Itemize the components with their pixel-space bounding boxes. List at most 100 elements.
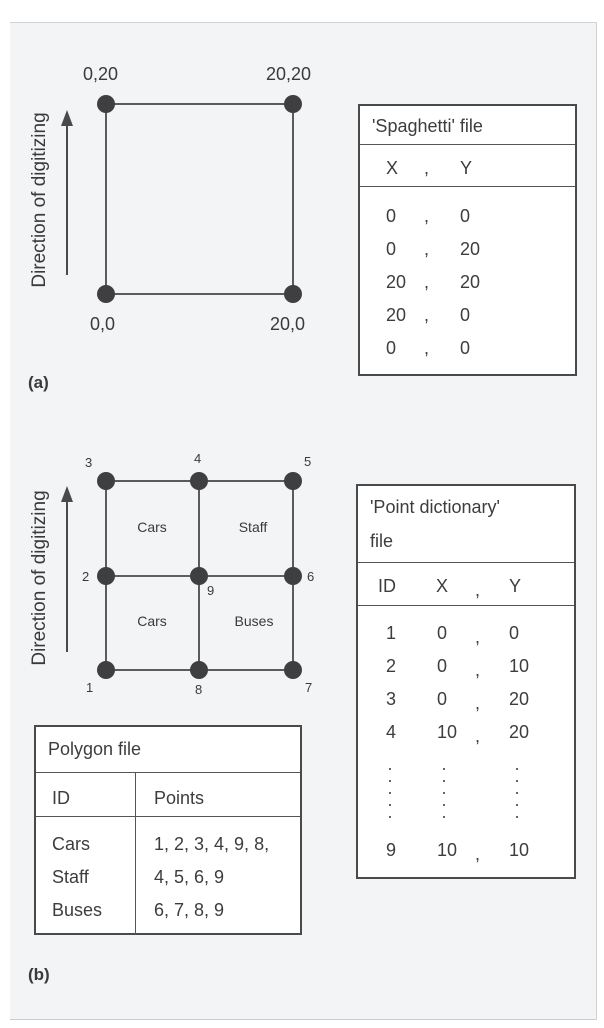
point-dictionary-header-x: X (436, 576, 449, 596)
square-outline (105, 103, 294, 295)
point-id: 4 (386, 722, 397, 742)
node-number-1: 1 (86, 680, 93, 695)
spaghetti-cell-y: 20 (460, 272, 481, 292)
node-number-7: 7 (305, 680, 312, 695)
polygon-header-points: Points (154, 788, 205, 808)
polygon-table-title: Polygon file (48, 739, 142, 759)
node-1 (97, 661, 115, 679)
node-number-2: 2 (82, 569, 89, 584)
polygon-file-table: Polygon file ID Points Cars 1, 2, 3, 4, … (34, 725, 302, 935)
panel-b-grid (97, 472, 302, 679)
point-id: 3 (386, 689, 397, 709)
point-sep: , (475, 627, 481, 647)
corner-label-top-left: 0,20 (83, 64, 118, 84)
point-x: 10 (437, 722, 458, 742)
corner-label-top-right: 20,20 (266, 64, 311, 84)
point-dictionary-title-line2: file (370, 531, 394, 551)
spaghetti-header-divider (360, 186, 575, 187)
point-sep: , (475, 660, 481, 680)
node-number-8: 8 (195, 682, 202, 697)
spaghetti-cell-sep: , (424, 239, 430, 259)
polygon-id: Cars (52, 834, 91, 854)
point-dictionary-title-divider (358, 562, 574, 563)
polygon-header-divider (36, 816, 300, 817)
point-dictionary-header-divider (358, 605, 574, 606)
point-y: 10 (509, 840, 530, 860)
spaghetti-header-sep: , (424, 158, 430, 178)
region-label-cars-bottom: Cars (137, 613, 167, 629)
point-sep: , (475, 726, 481, 746)
ellipsis-dots-id (387, 768, 393, 828)
node-bottom-left (97, 285, 115, 303)
node-3 (97, 472, 115, 490)
spaghetti-header-y: Y (460, 158, 473, 178)
panel-a-square (97, 95, 302, 303)
node-number-4: 4 (194, 451, 201, 466)
polygon-points: 4, 5, 6, 9 (154, 867, 225, 887)
node-bottom-right (284, 285, 302, 303)
node-6 (284, 567, 302, 585)
panel-label-a: (a) (28, 373, 49, 392)
spaghetti-cell-sep: , (424, 272, 430, 292)
node-top-left (97, 95, 115, 113)
spaghetti-cell-x: 0 (386, 206, 397, 226)
spaghetti-title-divider (360, 144, 575, 145)
spaghetti-cell-x: 20 (386, 272, 407, 292)
node-top-right (284, 95, 302, 113)
point-y: 10 (509, 656, 530, 676)
spaghetti-cell-x: 20 (386, 305, 407, 325)
corner-label-bottom-left: 0,0 (90, 314, 115, 334)
point-x: 0 (437, 656, 448, 676)
point-x: 10 (437, 840, 458, 860)
direction-label-a: Direction of digitizing (29, 112, 50, 287)
node-9 (190, 567, 208, 585)
polygon-column-divider (135, 772, 136, 935)
direction-label-b: Direction of digitizing (29, 490, 50, 665)
node-number-9: 9 (207, 583, 214, 598)
node-2 (97, 567, 115, 585)
polygon-id: Staff (52, 867, 89, 887)
spaghetti-cell-y: 0 (460, 206, 471, 226)
point-dictionary-header-id: ID (378, 576, 396, 596)
node-number-5: 5 (304, 454, 311, 469)
spaghetti-cell-y: 20 (460, 239, 481, 259)
spaghetti-file-table: 'Spaghetti' file X , Y 0 , 0 0 , 20 20 ,… (358, 104, 577, 376)
spaghetti-table-title: 'Spaghetti' file (372, 116, 483, 136)
spaghetti-cell-x: 0 (386, 239, 397, 259)
spaghetti-cell-y: 0 (460, 305, 471, 325)
ellipsis-dots-y (514, 768, 520, 828)
spaghetti-cell-x: 0 (386, 338, 397, 358)
polygon-header-id: ID (52, 788, 70, 808)
region-label-cars-top: Cars (137, 519, 167, 535)
node-8 (190, 661, 208, 679)
spaghetti-header-x: X (386, 158, 399, 178)
point-id: 1 (386, 623, 397, 643)
point-sep: , (475, 693, 481, 713)
spaghetti-cell-sep: , (424, 338, 430, 358)
point-x: 0 (437, 623, 448, 643)
node-number-3: 3 (85, 455, 92, 470)
node-number-6: 6 (307, 569, 314, 584)
spaghetti-cell-y: 0 (460, 338, 471, 358)
polygon-id: Buses (52, 900, 103, 920)
ellipsis-dots-x (441, 768, 447, 828)
region-label-staff: Staff (239, 519, 268, 535)
spaghetti-cell-sep: , (424, 206, 430, 226)
point-y: 20 (509, 722, 530, 742)
spaghetti-cell-sep: , (424, 305, 430, 325)
node-5 (284, 472, 302, 490)
corner-label-bottom-right: 20,0 (270, 314, 305, 334)
point-dictionary-title-line1: 'Point dictionary' (370, 497, 500, 517)
direction-arrow-a (61, 110, 73, 275)
direction-arrow-b (61, 486, 73, 652)
point-dictionary-header-sep: , (475, 580, 481, 600)
point-dictionary-table: 'Point dictionary' file ID X , Y 1 0 , 0… (356, 484, 576, 879)
point-dictionary-header-y: Y (509, 576, 522, 596)
panel-label-b: (b) (28, 965, 50, 984)
region-label-buses: Buses (235, 613, 274, 629)
polygon-title-divider (36, 772, 300, 773)
point-sep: , (475, 844, 481, 864)
polygon-points: 1, 2, 3, 4, 9, 8, (154, 834, 270, 854)
point-x: 0 (437, 689, 448, 709)
node-7 (284, 661, 302, 679)
